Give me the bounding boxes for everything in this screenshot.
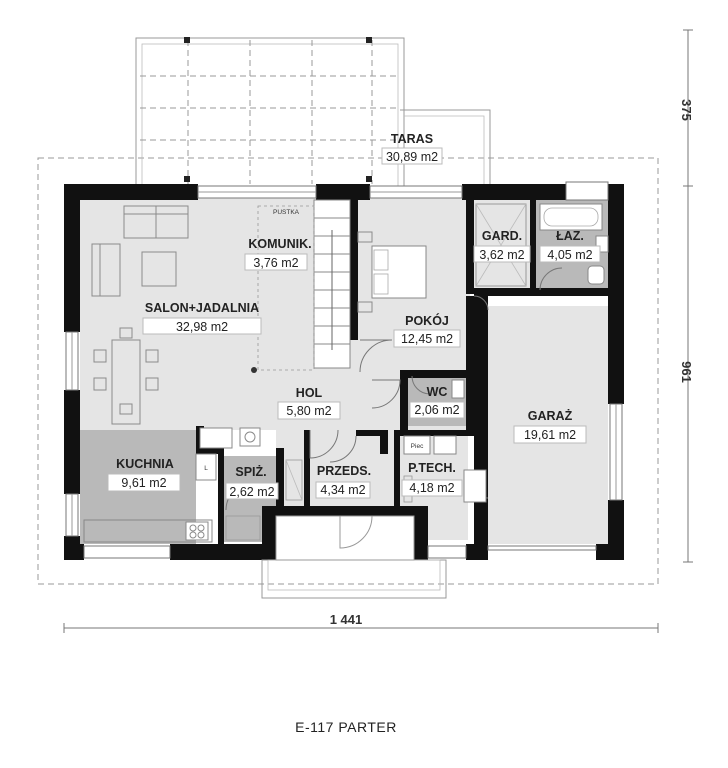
dimension-width: 1 441 bbox=[63, 612, 659, 633]
room-name-salon: SALON+JADALNIA bbox=[145, 301, 259, 315]
room-area-przeds: 4,34 m2 bbox=[320, 483, 365, 497]
room-name-garaz: GARAŻ bbox=[528, 408, 573, 423]
room-name-taras: TARAS bbox=[391, 132, 433, 146]
room-area-ptech: 4,18 m2 bbox=[409, 481, 454, 495]
room-area-spiz: 2,62 m2 bbox=[229, 485, 274, 499]
bath-fixtures bbox=[451, 203, 609, 399]
room-area-salon: 32,98 m2 bbox=[176, 320, 228, 334]
staircase bbox=[257, 199, 351, 371]
room-name-pokoj: POKÓJ bbox=[405, 313, 449, 328]
room-name-hol: HOL bbox=[296, 386, 323, 400]
dimension-depth-label: 961 bbox=[679, 361, 694, 383]
room-area-taras: 30,89 m2 bbox=[386, 150, 438, 164]
bedroom-furniture bbox=[357, 231, 427, 313]
room-labels: TARAS 30,89 m2 SALON+JADALNIA 32,98 m2 K… bbox=[116, 132, 592, 499]
entrance-canopy bbox=[261, 515, 447, 599]
dimension-width-label: 1 441 bbox=[330, 612, 363, 627]
room-area-komunik: 3,76 m2 bbox=[253, 256, 298, 270]
room-area-hol: 5,80 m2 bbox=[286, 404, 331, 418]
room-area-laz: 4,05 m2 bbox=[547, 248, 592, 262]
room-area-pokoj: 12,45 m2 bbox=[401, 332, 453, 346]
room-area-gard: 3,62 m2 bbox=[479, 248, 524, 262]
roof-outline bbox=[37, 157, 659, 585]
dimension-depth: 375 961 bbox=[679, 29, 694, 563]
living-furniture bbox=[91, 205, 257, 425]
room-area-kuchnia: 9,61 m2 bbox=[121, 476, 166, 490]
label-piec: Piec bbox=[411, 443, 424, 450]
label-lodowka: L bbox=[204, 465, 208, 472]
area-boxes bbox=[107, 147, 601, 500]
windows bbox=[65, 181, 623, 559]
room-name-laz: ŁAZ. bbox=[556, 229, 584, 243]
room-name-komunik: KOMUNIK. bbox=[248, 237, 311, 251]
dimension-terrace-label: 375 bbox=[679, 99, 694, 121]
room-name-ptech: P.TECH. bbox=[408, 461, 456, 475]
room-name-spiz: SPIŻ. bbox=[235, 464, 266, 479]
room-area-garaz: 19,61 m2 bbox=[524, 428, 576, 442]
room-name-gard: GARD. bbox=[482, 229, 522, 243]
label-pustka: PUSTKA bbox=[273, 209, 300, 216]
room-name-wc: WC bbox=[427, 385, 448, 399]
kitchen-furniture bbox=[83, 427, 303, 543]
exterior-walls bbox=[64, 184, 624, 560]
room-area-wc: 2,06 m2 bbox=[414, 403, 459, 417]
plan-title: E-117 PARTER bbox=[295, 719, 397, 735]
room-name-przeds: PRZEDS. bbox=[317, 464, 371, 478]
room-name-kuchnia: KUCHNIA bbox=[116, 457, 174, 471]
